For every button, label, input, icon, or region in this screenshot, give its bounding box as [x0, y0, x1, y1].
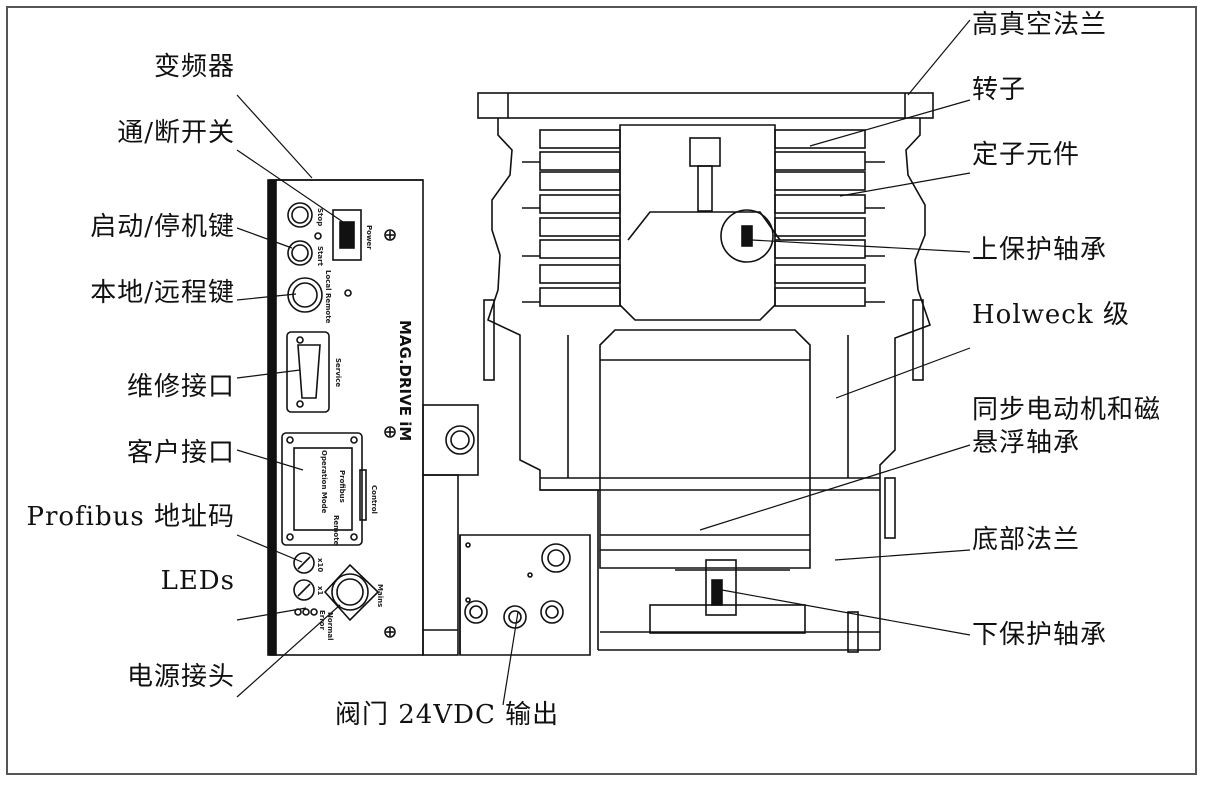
- adapter-block: [422, 404, 479, 656]
- brand-label: MAG.DRIVE iM: [396, 320, 414, 441]
- label-sync-motor-maglev-2: 悬浮轴承: [972, 428, 1081, 458]
- label-bottom-flange: 底部法兰: [972, 525, 1081, 555]
- label-start-stop-key: 启动/停机键: [90, 212, 235, 242]
- label-power-switch: 通/断开关: [117, 118, 235, 148]
- mark-error: Error: [318, 610, 326, 630]
- label-rotor: 转子: [972, 75, 1027, 105]
- label-customer-port: 客户接口: [126, 438, 235, 468]
- mark-operation-mode: Operation Mode: [320, 450, 328, 514]
- label-stator-element: 定子元件: [972, 140, 1081, 170]
- valve-output-box: [459, 534, 591, 656]
- label-lower-protect-bearing: 下保护轴承: [972, 620, 1108, 650]
- label-leds: LEDs: [160, 566, 235, 596]
- mark-mains: Mains: [376, 584, 384, 607]
- diagram-frame: [6, 6, 1197, 775]
- mark-power: Power: [365, 225, 373, 250]
- label-sync-motor-maglev-1: 同步电动机和磁: [972, 395, 1162, 425]
- led-indicators: [294, 608, 318, 616]
- label-high-vacuum-flange: 高真空法兰: [972, 10, 1108, 40]
- label-valve-output: 阀门 24VDC 输出: [335, 700, 560, 730]
- mark-stop: Stop: [316, 208, 324, 226]
- mark-start: Start: [316, 246, 324, 267]
- high-vacuum-flange: [477, 92, 934, 119]
- housing-pins: [483, 299, 924, 653]
- label-service-port: 维修接口: [126, 372, 235, 402]
- label-holweck-stage: Holweck 级: [972, 300, 1130, 330]
- customer-port-connector: [281, 432, 367, 546]
- panel-screws: [384, 229, 396, 638]
- label-profibus-address: Profibus 地址码: [26, 502, 235, 532]
- mark-x1: x1: [316, 586, 324, 596]
- device-marks: MAG.DRIVE iM Stop Start Power Local Remo…: [316, 208, 414, 641]
- mark-service: Service: [334, 358, 342, 387]
- start-stop-buttons: [287, 202, 322, 266]
- rotor-hub: [619, 124, 781, 321]
- mark-normal: Normal: [326, 612, 334, 641]
- power-switch: [332, 209, 362, 261]
- rotor-stack-left: [522, 129, 621, 307]
- label-inverter: 变频器: [153, 52, 235, 82]
- rotor-stack-right: [774, 129, 885, 307]
- mark-x10: x10: [316, 558, 324, 572]
- holweck-motor-cylinder: [540, 329, 880, 569]
- lower-bearing: [649, 559, 806, 634]
- profibus-dials: [293, 552, 315, 601]
- leader-lines: [236, 19, 971, 706]
- mark-control: Control: [370, 485, 378, 514]
- pump-housing: [487, 118, 932, 651]
- label-upper-protect-bearing: 上保护轴承: [972, 235, 1108, 265]
- label-power-connector: 电源接头: [126, 662, 235, 692]
- mark-remote: Remote: [332, 515, 340, 546]
- mark-local-remote: Local Remote: [324, 270, 332, 324]
- label-local-remote-key: 本地/远程键: [90, 278, 235, 308]
- mark-profibus: Profibus: [338, 470, 346, 503]
